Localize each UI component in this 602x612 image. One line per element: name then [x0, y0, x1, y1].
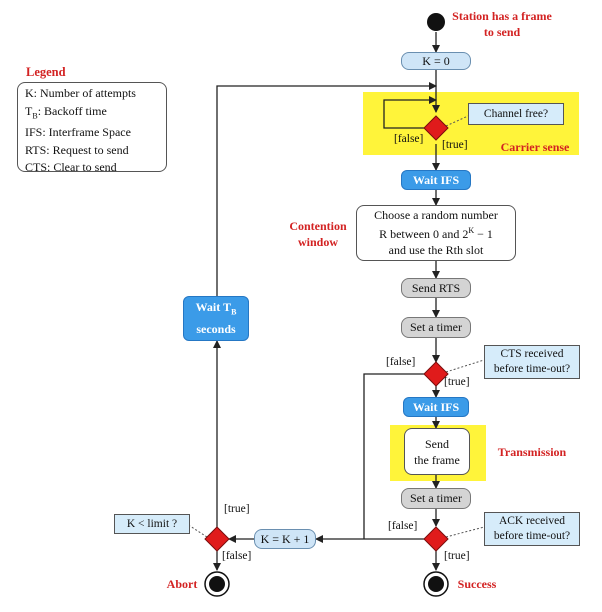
- start-node: [427, 13, 445, 31]
- ack-true-label: [true]: [444, 550, 470, 562]
- ack-received-note: ACK received before time-out?: [484, 512, 580, 546]
- edge-cs-loop: [383, 96, 437, 129]
- channel-free-note: Channel free?: [468, 103, 564, 125]
- send-frame-box: Send the frame: [404, 428, 470, 475]
- note-link-limit: [189, 525, 208, 538]
- legend-item: CTS: Clear to send: [25, 160, 117, 175]
- success-label: Success: [457, 577, 497, 591]
- limit-true-label: [true]: [224, 503, 250, 515]
- success-node-dot: [428, 576, 444, 592]
- cs-false-label: [false]: [394, 133, 424, 145]
- cs-true-label: [true]: [442, 139, 468, 151]
- decision-cts: [423, 361, 449, 387]
- decision-ack: [423, 526, 449, 552]
- note-link-cts: [445, 359, 485, 373]
- k-limit-note: K < limit ?: [114, 514, 190, 534]
- edge-cts-false: [363, 373, 424, 539]
- cts-received-note: CTS received before time-out?: [484, 345, 580, 379]
- contention-window-label: Contention window: [289, 219, 347, 249]
- wait-ifs-box-1: Wait IFS: [401, 170, 471, 190]
- cts-true-label: [true]: [444, 376, 470, 388]
- wait-ifs-box-2: Wait IFS: [403, 397, 469, 417]
- decision-channel-free: [423, 115, 449, 141]
- legend-item: IFS: Interframe Space: [25, 125, 131, 140]
- legend-item: RTS: Request to send: [25, 142, 129, 157]
- choose-random-box: Choose a random number R between 0 and 2…: [356, 205, 516, 261]
- note-link-ack: [445, 526, 485, 538]
- abort-label: Abort: [166, 577, 198, 591]
- set-timer-box-2: Set a timer: [401, 488, 471, 509]
- legend-item: TB: Backoff time: [25, 103, 107, 120]
- carrier-sense-label: Carrier sense: [500, 140, 570, 154]
- k-increment-box: K = K + 1: [254, 529, 316, 549]
- set-timer-box-1: Set a timer: [401, 317, 471, 338]
- transmission-label: Transmission: [497, 445, 567, 459]
- k-equals-zero-box: K = 0: [401, 52, 471, 70]
- edge-wait-loop: [216, 82, 437, 296]
- decision-k-limit: [204, 526, 230, 552]
- cts-false-label: [false]: [386, 356, 416, 368]
- legend-box: K: Number of attempts TB: Backoff time I…: [17, 82, 167, 174]
- limit-false-label: [false]: [222, 550, 252, 562]
- legend-title: Legend: [26, 65, 66, 79]
- ack-false-label: [false]: [388, 520, 418, 532]
- abort-node-dot: [209, 576, 225, 592]
- wait-backoff-box: Wait TB seconds: [183, 296, 249, 341]
- start-label: Station has a frame to send: [452, 9, 552, 39]
- note-link-channel: [445, 115, 469, 127]
- legend-item: K: Number of attempts: [25, 86, 136, 100]
- send-rts-box: Send RTS: [401, 278, 471, 298]
